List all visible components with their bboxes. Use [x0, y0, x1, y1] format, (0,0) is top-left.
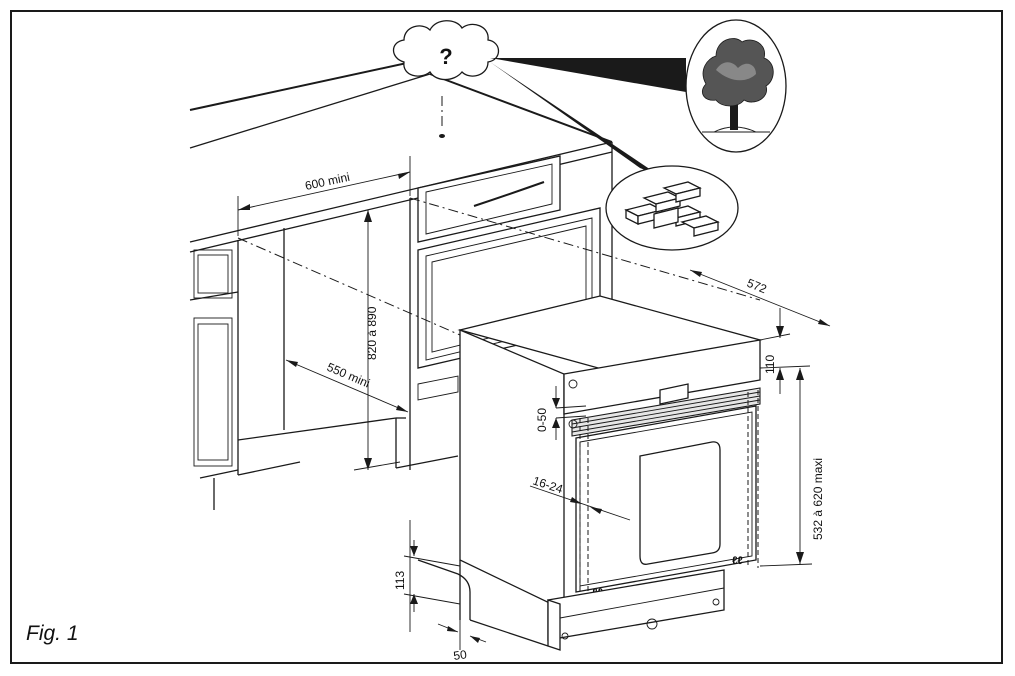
- label-top-gap: 110: [763, 355, 777, 374]
- construction-lines: [237, 96, 761, 336]
- worktop: [189, 57, 613, 253]
- left-cabinet: [189, 240, 239, 510]
- bricks-icon: [605, 165, 739, 251]
- dimension-lines: [237, 156, 831, 650]
- label-plinth-height: 113: [393, 571, 407, 590]
- label-plinth-setback: 50: [452, 647, 467, 663]
- niche: [237, 228, 397, 476]
- label-height-range: 820 à 890: [365, 306, 379, 360]
- oven-appliance: ℓℓ ℓℓ: [417, 295, 763, 651]
- figure-caption: Fig. 1: [26, 622, 79, 645]
- question-mark: ?: [439, 44, 452, 69]
- cloud-icon: ?: [392, 20, 500, 138]
- tree-icon: [685, 19, 787, 153]
- label-depth-min: 550 mini: [325, 360, 372, 391]
- label-width-min: 600 mini: [304, 170, 351, 193]
- label-niche-height: 532 à 620 maxi: [811, 458, 825, 540]
- svg-text:ℓℓ: ℓℓ: [732, 555, 743, 567]
- callout-wedges: [490, 58, 686, 176]
- label-door-clearance: 0-50: [535, 408, 549, 432]
- figure-frame: [10, 10, 1003, 664]
